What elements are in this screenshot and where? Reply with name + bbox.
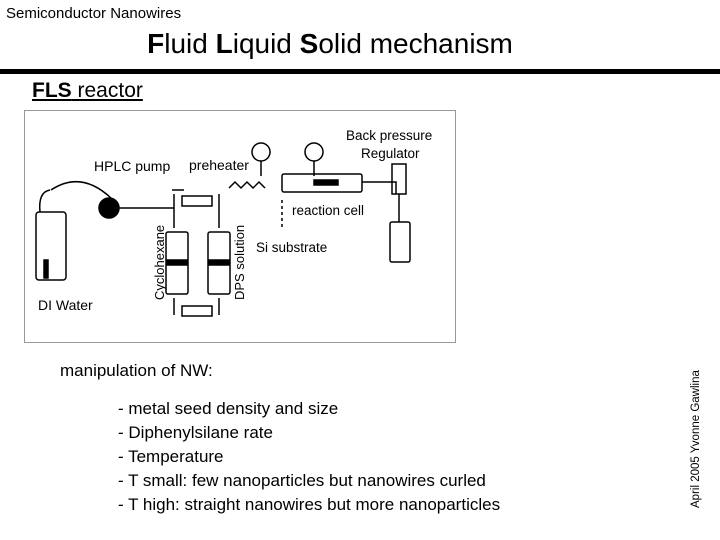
label-cyclohexane: Cyclohexane xyxy=(152,225,167,300)
bullet-list: - metal seed density and size - Diphenyl… xyxy=(118,397,500,517)
hplc-pump xyxy=(98,197,174,219)
list-item: - T high: straight nanowires but more na… xyxy=(118,495,501,514)
list-item: - T small: few nanoparticles but nanowir… xyxy=(118,471,486,490)
slide-title: Fluid Liquid Solid mechanism xyxy=(147,28,513,59)
di-water-bottle xyxy=(35,180,112,281)
fls-reactor-diagram: HPLC pump preheater Back pressure Regula… xyxy=(24,110,456,343)
label-preheater: preheater xyxy=(189,157,249,173)
reaction-cell xyxy=(228,142,411,263)
label-dps-solution: DPS solution xyxy=(232,225,247,300)
solution-columns xyxy=(165,189,231,317)
list-item: - Diphenylsilane rate xyxy=(118,423,273,442)
label-reaction-cell: reaction cell xyxy=(292,203,364,218)
side-credit: April 2005 Yvonne Gawlina xyxy=(690,370,702,508)
label-hplc-pump: HPLC pump xyxy=(94,158,170,174)
label-di-water: DI Water xyxy=(38,297,93,313)
list-item: - metal seed density and size xyxy=(118,399,339,418)
lead-text: manipulation of NW: xyxy=(60,361,213,380)
label-si-substrate: Si substrate xyxy=(256,240,327,255)
label-regulator: Regulator xyxy=(361,146,420,161)
title-divider xyxy=(0,69,720,74)
list-item: - Temperature xyxy=(118,447,224,466)
header-label: Semiconductor Nanowires xyxy=(6,5,182,22)
label-back-pressure: Back pressure xyxy=(346,128,432,143)
section-subtitle: FLS reactor xyxy=(32,79,143,102)
